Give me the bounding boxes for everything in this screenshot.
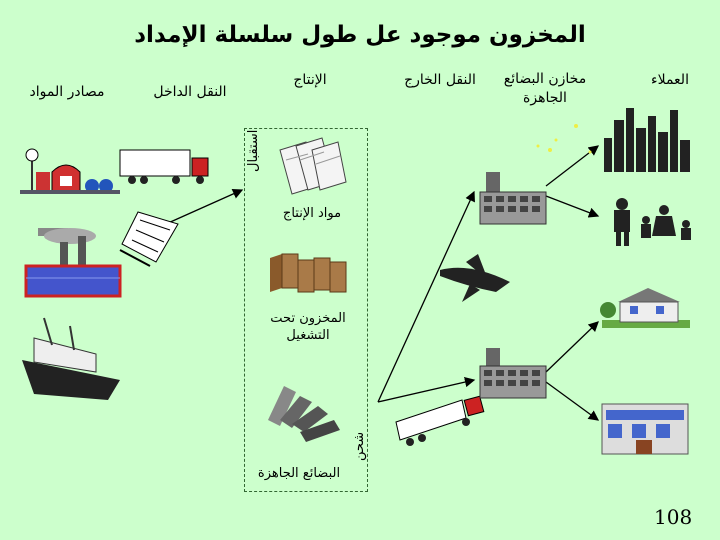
warehouse-bottom-icon [479, 348, 547, 399]
diagram-title: المخزون موجود عل طول سلسلة الإمداد [134, 22, 586, 48]
header-finished-warehouses: مخازن البضائع الجاهزة [503, 71, 587, 106]
inbound-truck-icon [119, 149, 209, 184]
outbound-truck-icon [395, 395, 485, 446]
warehouse-top-icon [479, 172, 547, 225]
finished-goods-label: البضائع الجاهزة [257, 466, 341, 481]
production-box [244, 128, 368, 492]
wip-label: المخزون تحت التشغيل [270, 311, 346, 343]
arrow-to-family [545, 195, 600, 218]
header-outbound-transport: النقل الخارج [404, 72, 476, 88]
arrow-to-house [545, 321, 599, 373]
finished-goods-icon [268, 386, 340, 442]
factory-icon [24, 228, 122, 298]
header-production: الإنتاج [293, 72, 327, 88]
sparkle-icon [536, 124, 592, 154]
header-inbound-transport: النقل الداخل [153, 84, 227, 100]
arrow-shipping-to-warehouse-top [377, 190, 475, 403]
city-skyline-icon [604, 108, 690, 172]
header-material-sources: مصادر المواد [29, 84, 105, 100]
ship-icon [22, 317, 120, 400]
raw-materials-label: مواد الإنتاج [282, 206, 342, 221]
airplane-icon [440, 254, 510, 302]
arrow-to-store [545, 381, 600, 421]
family-icon [614, 198, 691, 246]
train-icon [119, 211, 179, 267]
house-icon [600, 288, 690, 328]
slide-number: 108 [654, 505, 693, 529]
header-customers: العملاء [651, 72, 689, 88]
farm-icon [20, 148, 120, 194]
arrow-shipping-to-warehouse-bottom [377, 376, 476, 403]
wip-icon [270, 253, 347, 293]
raw-materials-icon [279, 137, 347, 195]
store-icon [601, 403, 689, 455]
